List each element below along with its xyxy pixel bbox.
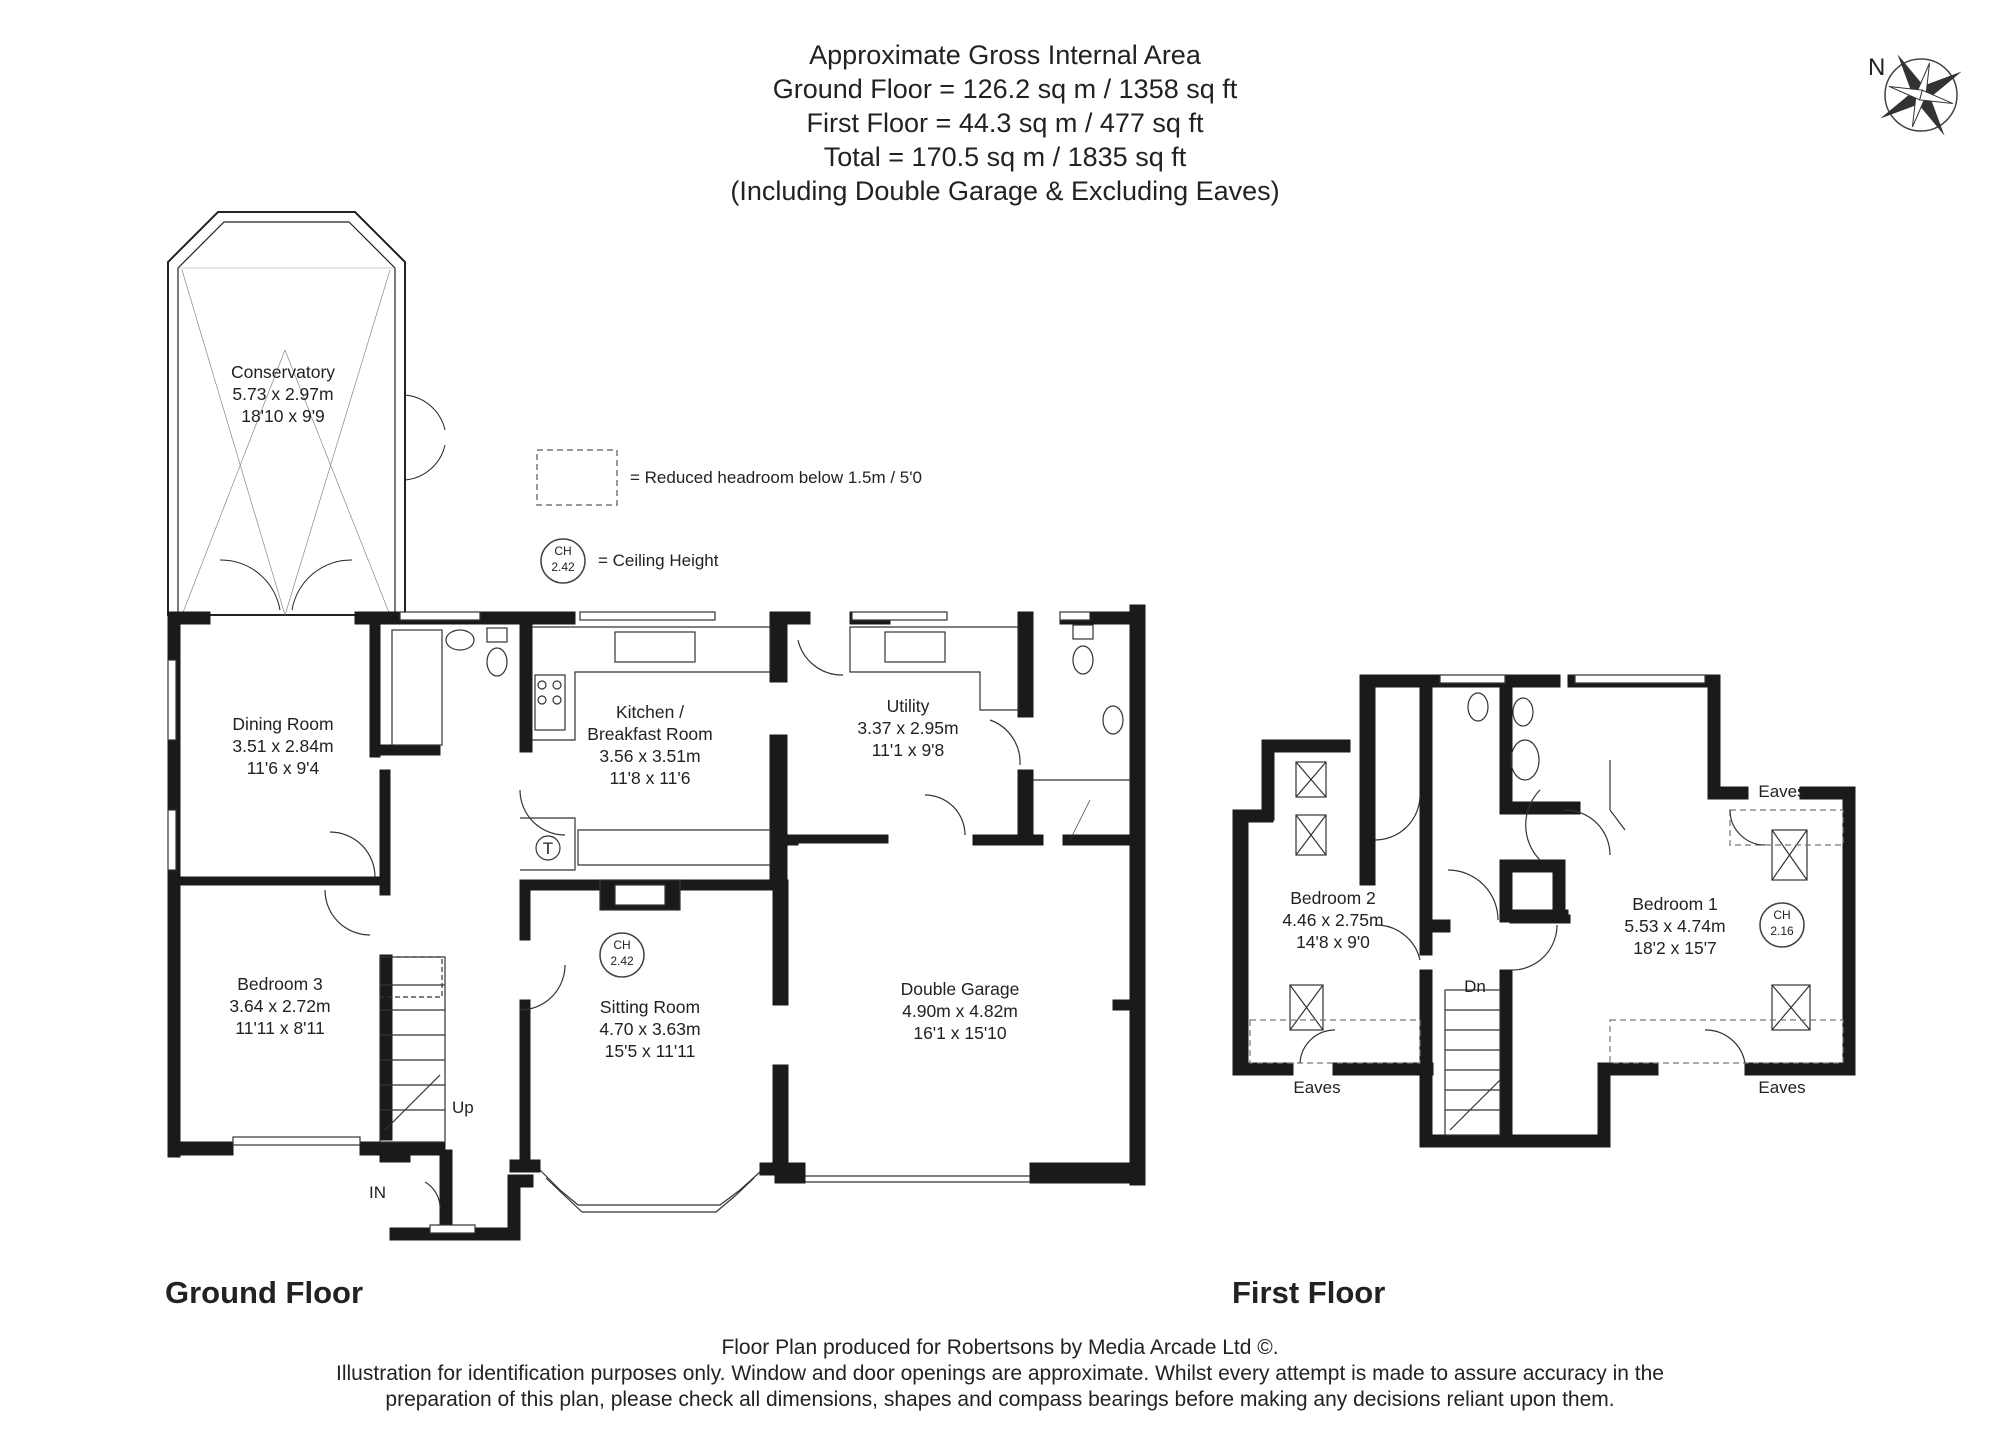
kitchen-imperial: 11'8 x 11'6 [610,768,691,788]
garage-name: Double Garage [901,979,1020,999]
conservatory-metric: 5.73 x 2.97m [232,384,333,404]
kitchen-name: Kitchen / [616,702,684,722]
bedroom-1-label: Bedroom 1 5.53 x 4.74m 18'2 x 15'7 CH 2.… [1624,894,1805,958]
legend-ch-value: 2.42 [551,560,575,574]
ground-floor-title: Ground Floor [165,1275,364,1310]
area-summary: Approximate Gross Internal Area Ground F… [600,38,1410,208]
double-garage-label: Double Garage 4.90m x 4.82m 16'1 x 15'10 [901,979,1020,1043]
ground-floor-plan [167,211,1146,1241]
kitchen-label: Kitchen / Breakfast Room 3.56 x 3.51m 11… [587,702,712,788]
utility-metric: 3.37 x 2.95m [857,718,958,738]
eaves-top-label: Eaves [1758,782,1805,801]
kitchen-metric: 3.56 x 3.51m [599,746,700,766]
first-floor-plan [1232,674,1856,1148]
ground-floor-area: Ground Floor = 126.2 sq m / 1358 sq ft [772,74,1238,104]
bedroom2-name: Bedroom 2 [1290,888,1376,908]
garage-metric: 4.90m x 4.82m [902,1001,1018,1021]
tank-label: T [543,839,553,858]
bedroom3-imperial: 11'11 x 8'11 [235,1018,324,1038]
utility-imperial: 11'1 x 9'8 [872,740,945,760]
bedroom1-name: Bedroom 1 [1632,894,1718,914]
footer-credit: Floor Plan produced for Robertsons by Me… [721,1336,1279,1359]
sitting-room-label: CH 2.42 Sitting Room 4.70 x 3.63m 15'5 x… [599,932,701,1061]
eaves-left-label: Eaves [1293,1078,1340,1097]
compass-north-label: N [1868,54,1885,81]
dining-metric: 3.51 x 2.84m [232,736,333,756]
bedroom1-ch-value: 2.16 [1770,924,1794,938]
bedroom3-metric: 3.64 x 2.72m [229,996,330,1016]
eaves-right-label: Eaves [1758,1078,1805,1097]
sitting-metric: 4.70 x 3.63m [599,1019,700,1039]
utility-name: Utility [887,696,930,716]
entrance-label: IN [369,1183,386,1202]
bedroom2-metric: 4.46 x 2.75m [1282,910,1383,930]
footer-disclaimer-2: preparation of this plan, please check a… [385,1388,1615,1411]
reduced-headroom-swatch [536,449,618,506]
bedroom1-metric: 5.53 x 4.74m [1624,916,1725,936]
first-floor-area: First Floor = 44.3 sq m / 477 sq ft [806,108,1204,138]
legend-ch-abbr: CH [554,544,571,558]
area-note: (Including Double Garage & Excluding Eav… [730,176,1280,206]
stairs-up-label: Up [452,1098,474,1117]
ceiling-height-symbol [540,538,586,584]
dining-name: Dining Room [232,714,333,734]
first-floor-title: First Floor [1232,1275,1386,1310]
sitting-imperial: 15'5 x 11'11 [605,1041,696,1061]
ceiling-height-legend: = Ceiling Height [598,551,719,570]
compass-icon [1880,54,1962,136]
sitting-ch-symbol [599,932,645,978]
area-title: Approximate Gross Internal Area [809,40,1201,70]
sitting-ch-value: 2.42 [610,954,634,968]
stairs-down-label: Dn [1464,977,1486,996]
bedroom3-name: Bedroom 3 [237,974,323,994]
sitting-name: Sitting Room [600,997,700,1017]
conservatory-label: Conservatory 5.73 x 2.97m 18'10 x 9'9 [231,362,335,426]
garage-imperial: 16'1 x 15'10 [913,1023,1007,1043]
bedroom1-ch-symbol [1759,902,1805,948]
bedroom2-imperial: 14'8 x 9'0 [1296,932,1370,952]
utility-label: Utility 3.37 x 2.95m 11'1 x 9'8 [857,696,958,760]
dining-room-label: Dining Room 3.51 x 2.84m 11'6 x 9'4 [232,714,333,778]
reduced-headroom-legend: = Reduced headroom below 1.5m / 5'0 [630,468,922,487]
disclaimer: Floor Plan produced for Robertsons by Me… [200,1335,1800,1413]
kitchen-name-2: Breakfast Room [587,724,712,744]
bedroom-2-label: Bedroom 2 4.46 x 2.75m 14'8 x 9'0 [1282,888,1383,952]
total-area: Total = 170.5 sq m / 1835 sq ft [823,142,1187,172]
bedroom-3-label: Bedroom 3 3.64 x 2.72m 11'11 x 8'11 [229,974,330,1038]
footer-disclaimer-1: Illustration for identification purposes… [336,1362,1664,1385]
conservatory-imperial: 18'10 x 9'9 [241,406,325,426]
conservatory-name: Conservatory [231,362,335,382]
sitting-ch-abbr: CH [613,938,630,952]
bedroom1-imperial: 18'2 x 15'7 [1633,938,1717,958]
dining-imperial: 11'6 x 9'4 [247,758,320,778]
bedroom1-ch-abbr: CH [1773,908,1790,922]
